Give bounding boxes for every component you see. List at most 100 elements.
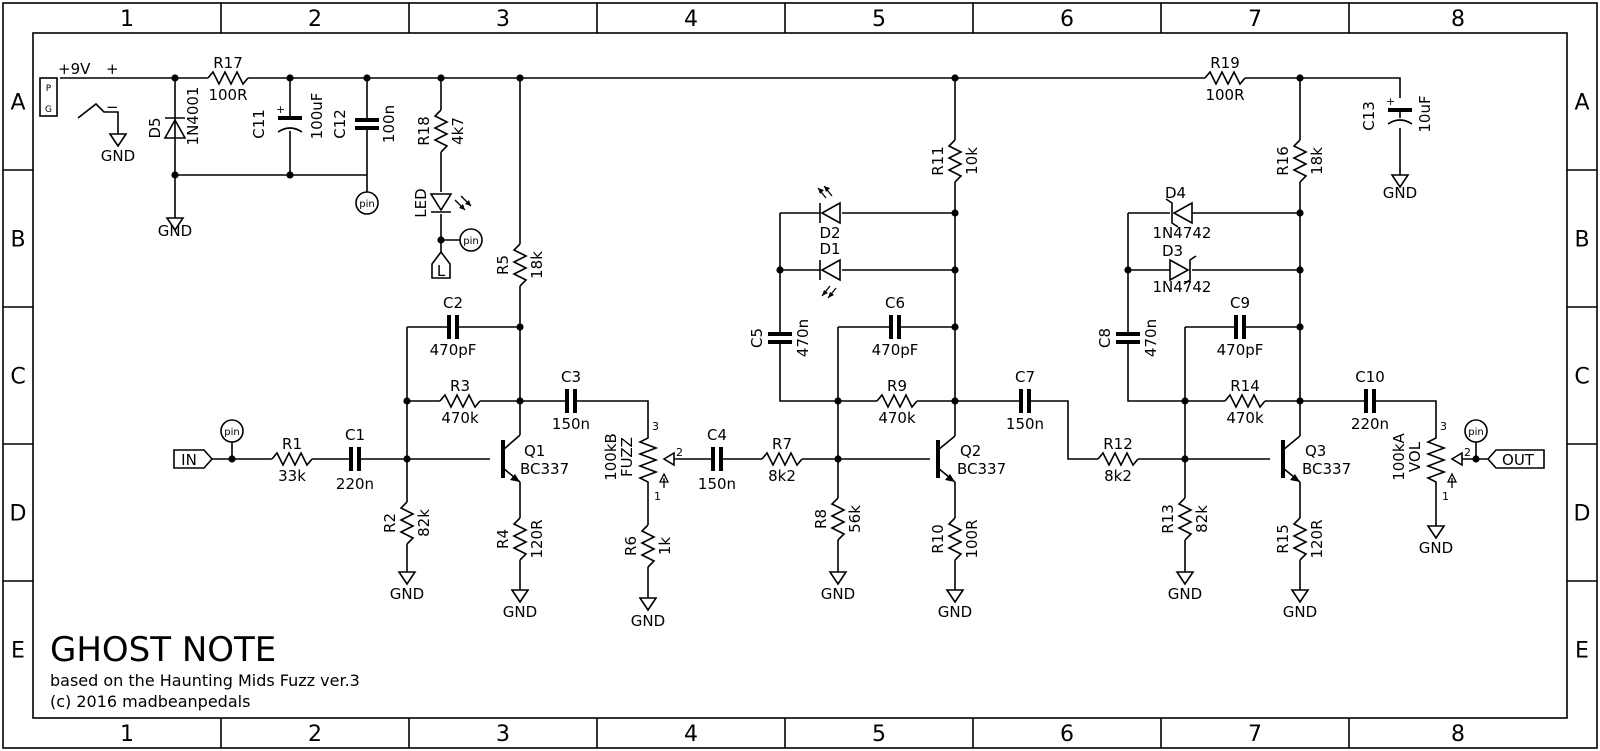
jack-g-label: G — [45, 105, 52, 115]
c11-polarity: + — [276, 103, 285, 116]
diode-d3: D3 1N4742 — [1153, 242, 1212, 296]
r10-name: R10 — [929, 524, 947, 554]
capacitor-c13: + C13 10uF — [1360, 95, 1434, 133]
svg-text:GND: GND — [101, 147, 135, 165]
input-label: IN — [181, 451, 197, 469]
junction-dot — [403, 397, 411, 405]
junction-dot — [951, 266, 959, 274]
c5-value: 470n — [794, 319, 812, 357]
r5-name: R5 — [494, 255, 512, 275]
title-block: GHOST NOTE based on the Haunting Mids Fu… — [50, 630, 360, 711]
pin-markers: pin pin pin pin — [220, 191, 1488, 443]
junction-dot — [1296, 397, 1304, 405]
frame-row-right-C: C — [1574, 365, 1589, 390]
vol-name: VOL — [1406, 441, 1424, 472]
vol-pin3: 3 — [1440, 420, 1447, 433]
c2-value: 470pF — [430, 341, 477, 359]
svg-text:pin: pin — [463, 236, 478, 247]
transistor-q2: Q2 BC337 — [936, 435, 1006, 483]
input-port[interactable]: IN — [173, 449, 214, 469]
junction-dot — [363, 74, 371, 82]
vol-pin1: 1 — [1442, 490, 1449, 503]
frame-column-top-6: 6 — [1060, 7, 1074, 32]
c11-name: C11 — [250, 109, 268, 139]
transistor-q1: Q1 BC337 — [501, 434, 569, 483]
gnd-r8: GND — [821, 571, 855, 603]
r13-value: 82k — [1193, 505, 1211, 533]
pot-vol[interactable]: 3 2 1 100kA VOL — [1390, 420, 1471, 503]
r2-value: 82k — [415, 509, 433, 537]
r10-value: 100R — [963, 519, 981, 558]
led-terminal-label: L — [437, 262, 446, 280]
gnd-c13: GND — [1383, 174, 1417, 202]
svg-text:GND: GND — [1168, 585, 1202, 603]
frame-row-left-B: B — [10, 228, 25, 253]
junction-dot — [1124, 266, 1132, 274]
junction-dot — [1296, 74, 1304, 82]
title-line1: based on the Haunting Mids Fuzz ver.3 — [50, 671, 360, 690]
c10-name: C10 — [1355, 368, 1385, 386]
c6-value: 470pF — [872, 341, 919, 359]
r1-name: R1 — [282, 435, 302, 453]
junction-dot — [516, 74, 524, 82]
junction-dot — [403, 455, 411, 463]
svg-text:GND: GND — [631, 612, 665, 630]
c13-name: C13 — [1360, 101, 1378, 131]
power-jack: P G +9V + − — [39, 60, 119, 117]
junction-dot — [437, 236, 445, 244]
capacitor-c7: C7 150n — [1006, 368, 1044, 433]
r4-value: 120R — [528, 519, 546, 558]
frame-row-left-A: A — [10, 91, 25, 116]
pin-out: pin — [1464, 419, 1488, 443]
diode-d4: D4 1N4742 — [1153, 184, 1212, 242]
junction-dot — [776, 266, 784, 274]
c7-name: C7 — [1015, 368, 1035, 386]
c8-value: 470n — [1142, 319, 1160, 357]
led-name: LED — [412, 188, 430, 217]
svg-text:GND: GND — [1419, 539, 1453, 557]
capacitor-c1: C1 220n — [336, 426, 374, 493]
svg-text:GND: GND — [821, 585, 855, 603]
frame-row-left-E: E — [11, 639, 25, 664]
r9-value: 470k — [878, 409, 916, 427]
frame-column-top-1: 1 — [120, 7, 134, 32]
title-main: GHOST NOTE — [50, 630, 276, 670]
resistor-r10: R10 100R — [929, 517, 981, 561]
r17-name: R17 — [213, 54, 243, 72]
junction-dot — [834, 397, 842, 405]
pot-fuzz[interactable]: 3 2 1 100kB FUZZ — [602, 420, 683, 503]
frame-column-top-4: 4 — [684, 7, 698, 32]
junction-dot — [1472, 455, 1480, 463]
frame-column-bottom-4: 4 — [684, 722, 698, 747]
frame-column-bottom-8: 8 — [1451, 722, 1465, 747]
r13-name: R13 — [1159, 504, 1177, 534]
frame-row-right-D: D — [1574, 502, 1591, 527]
q3-value: BC337 — [1302, 460, 1351, 478]
frame-row-left-C: C — [10, 365, 25, 390]
capacitor-c5: C5 470n — [748, 319, 812, 357]
gnd-jack: GND — [101, 133, 135, 165]
gnd-r2: GND — [390, 571, 424, 603]
pin-in: pin — [220, 419, 244, 443]
output-port[interactable]: OUT — [1486, 449, 1545, 469]
gnd-d5: GND — [158, 217, 192, 240]
d2-name: D2 — [819, 224, 840, 242]
svg-text:GND: GND — [158, 222, 192, 240]
r9-name: R9 — [887, 377, 907, 395]
d4-name: D4 — [1165, 184, 1186, 202]
c12-value: 100n — [380, 105, 398, 143]
frame-column-bottom-1: 1 — [120, 722, 134, 747]
q2-name: Q2 — [960, 442, 981, 460]
c9-value: 470pF — [1217, 341, 1264, 359]
junction-dot — [1296, 323, 1304, 331]
vol-pin2: 2 — [1464, 446, 1471, 459]
frame-row-right-E: E — [1575, 639, 1589, 664]
frame-column-top-2: 2 — [308, 7, 322, 32]
r7-value: 8k2 — [768, 467, 796, 485]
r15-name: R15 — [1274, 524, 1292, 554]
diode-d2: D2 — [817, 185, 841, 242]
frame-column-bottom-6: 6 — [1060, 722, 1074, 747]
